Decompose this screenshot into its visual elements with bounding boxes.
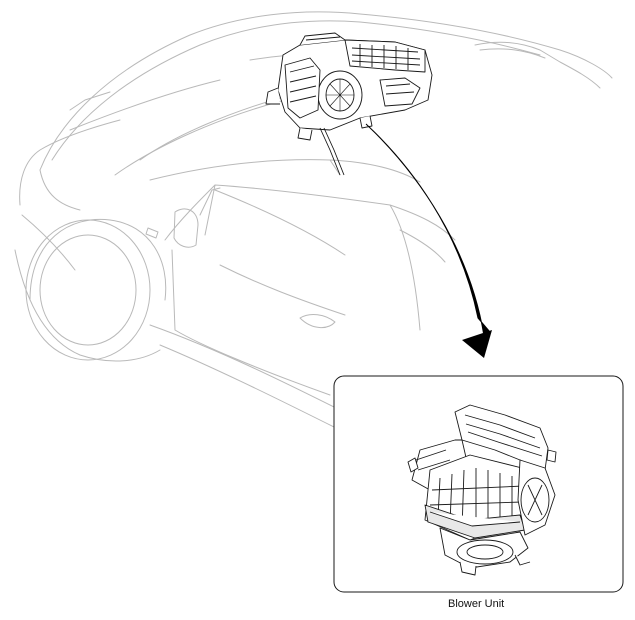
blower-unit-illustration xyxy=(407,404,557,576)
callout-arrow xyxy=(365,123,492,358)
blower-unit-caption: Blower Unit xyxy=(448,598,505,610)
hvac-module-installed xyxy=(265,32,433,176)
